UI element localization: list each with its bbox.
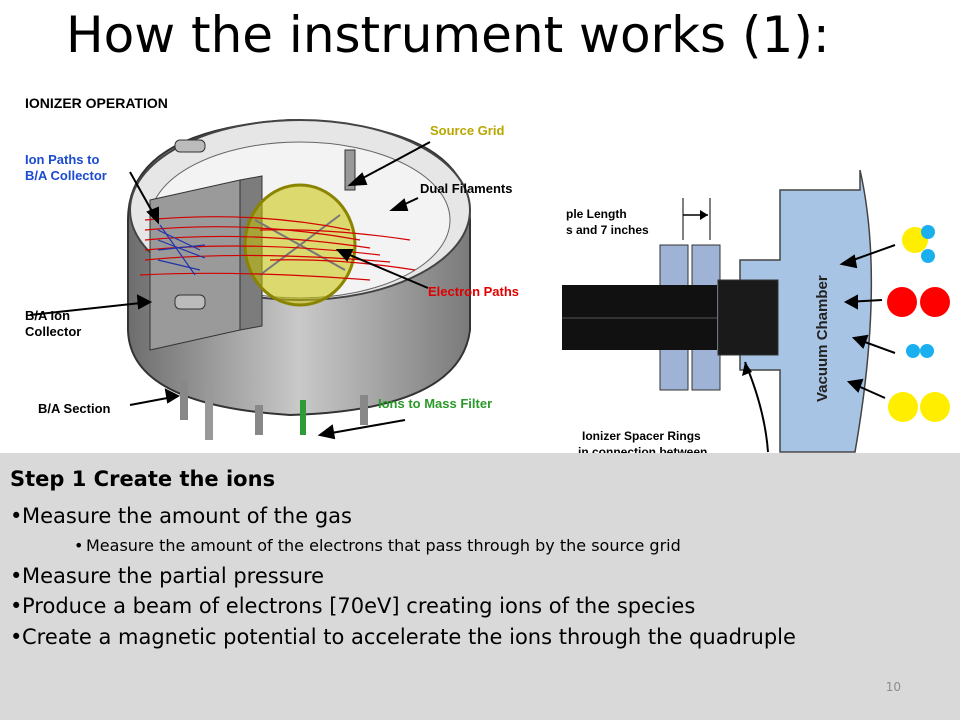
spacer-rings-label-line1: Ionizer Spacer Rings <box>582 429 701 443</box>
slide-title: How the instrument works (1): <box>66 6 830 64</box>
spacer-rings-label-line2: in connection between <box>578 445 707 455</box>
gas-molecules <box>887 225 950 422</box>
sub-bullet-item: Measure the amount of the electrons that… <box>10 531 955 561</box>
ion-paths-label-line1: Ion Paths to <box>25 152 99 167</box>
ba-section-label: B/A Section <box>38 401 111 416</box>
annotation-arrows-left <box>29 141 431 440</box>
electron-paths-label: Electron Paths <box>428 284 519 299</box>
ionizer-cross-section-diagram <box>558 169 873 453</box>
ions-to-mass-filter-label: Ions to Mass Filter <box>378 396 492 411</box>
bullet-item: Measure the amount of the gas <box>10 501 955 531</box>
dual-filaments-label: Dual Filaments <box>420 181 512 196</box>
ionizer-operation-heading: IONIZER OPERATION <box>25 95 168 111</box>
bullet-item: Produce a beam of electrons [70eV] creat… <box>10 591 955 621</box>
content-panel: Step 1 Create the ions Measure the amoun… <box>0 453 960 720</box>
molecule-arrows <box>839 244 896 399</box>
ba-ion-label-line2: Collector <box>25 324 81 339</box>
bullet-list: Measure the amount of the gas Measure th… <box>10 501 955 653</box>
ion-paths-label-line2: B/A Collector <box>25 168 107 183</box>
bullet-item: Create a magnetic potential to accelerat… <box>10 621 852 653</box>
bullet-item: Measure the partial pressure <box>10 561 955 591</box>
sample-length-label-line2: s and 7 inches <box>566 223 649 237</box>
ionizer-cutaway-drawing <box>127 118 471 440</box>
vacuum-chamber-label: Vacuum Chamber <box>814 275 831 402</box>
sample-length-label-line1: ple Length <box>566 207 627 221</box>
ionizer-figure: IONIZER OPERATION Source Grid Ion Paths … <box>25 95 950 455</box>
page-number: 10 <box>885 680 901 694</box>
step-heading: Step 1 Create the ions <box>10 467 276 491</box>
source-grid-label: Source Grid <box>430 123 504 138</box>
